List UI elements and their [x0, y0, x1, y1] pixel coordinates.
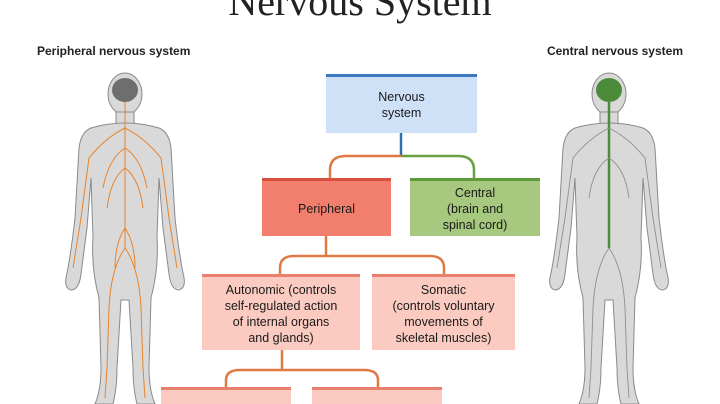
connector-to-central	[401, 154, 476, 178]
peripheral-figure-label: Peripheral nervous system	[37, 44, 191, 58]
central-body-illustration	[549, 72, 669, 404]
central-figure-label: Central nervous system	[546, 44, 683, 58]
connector-to-somatic	[326, 254, 446, 274]
node-parasympathetic-partial	[312, 387, 442, 404]
peripheral-body-illustration	[65, 72, 185, 404]
page-title: Nervous System	[228, 0, 492, 24]
node-autonomic: Autonomic (controls self-regulated actio…	[202, 274, 360, 350]
node-nervous-system: Nervous system	[326, 74, 477, 133]
peripheral-nerves	[72, 102, 178, 399]
node-central: Central (brain and spinal cord)	[410, 178, 540, 236]
node-somatic: Somatic (controls voluntary movements of…	[372, 274, 515, 350]
connector-to-stub-2	[282, 368, 380, 387]
connector-to-autonomic	[278, 254, 326, 274]
node-sympathetic-partial	[161, 387, 291, 404]
gray-nerves	[556, 127, 662, 399]
brain-icon	[112, 78, 138, 102]
connector-to-peripheral	[328, 154, 401, 178]
connector-to-stub-1	[224, 368, 282, 387]
brain-icon	[596, 78, 622, 102]
node-peripheral: Peripheral	[262, 178, 391, 236]
